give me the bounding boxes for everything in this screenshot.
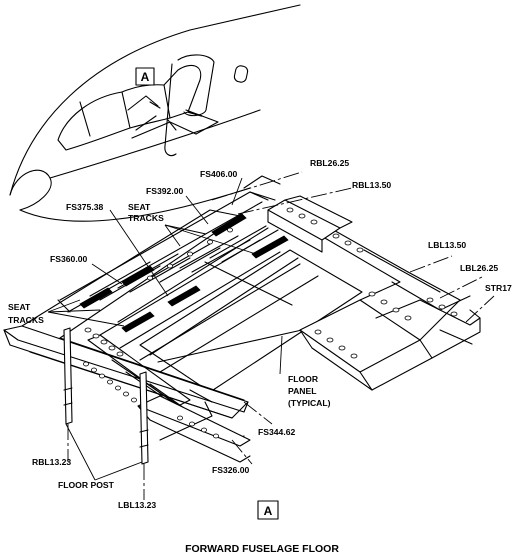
diagram-title: FORWARD FUSELAGE FLOOR	[185, 543, 339, 555]
svg-text:A: A	[264, 504, 273, 518]
floor-structure	[3, 175, 481, 465]
label-rbl1323: RBL13.23	[32, 457, 71, 467]
detail-marker-bottom: A	[257, 500, 279, 520]
label-seat-tracks-upper-1: SEAT	[128, 202, 151, 212]
detail-marker-top: A	[141, 70, 150, 84]
label-lbl1350: LBL13.50	[428, 240, 466, 250]
aircraft-nose-inset: A	[9, 4, 301, 222]
label-floor-panel-3: (TYPICAL)	[288, 398, 331, 408]
label-rbl1350: RBL13.50	[352, 180, 391, 190]
label-fs375: FS375.38	[66, 202, 103, 212]
lightening-holes	[83, 207, 458, 439]
leader-lines	[47, 177, 283, 481]
label-fs406: FS406.00	[200, 169, 237, 179]
label-fs326: FS326.00	[212, 465, 249, 475]
label-seat-tracks-left-1: SEAT	[8, 302, 31, 312]
label-lbl1323: LBL13.23	[118, 500, 156, 510]
label-floor-panel-2: PANEL	[288, 386, 317, 396]
label-rbl2625: RBL26.25	[310, 158, 349, 168]
floor-post-rbl	[63, 327, 73, 425]
label-floor-post: FLOOR POST	[58, 480, 115, 490]
reference-centerlines	[67, 171, 495, 500]
label-fs344: FS344.62	[258, 427, 295, 437]
label-seat-tracks-upper-2: TRACKS	[128, 213, 164, 223]
label-fs392: FS392.00	[146, 186, 183, 196]
floor-post-lbl	[139, 371, 149, 465]
callout-labels: FS406.00 FS392.00 FS375.38 FS360.00 SEAT…	[8, 158, 512, 510]
label-fs360: FS360.00	[50, 254, 87, 264]
label-str17: STR17	[485, 283, 512, 293]
label-floor-panel-1: FLOOR	[288, 374, 319, 384]
label-lbl2625: LBL26.25	[460, 263, 498, 273]
label-seat-tracks-left-2: TRACKS	[8, 315, 44, 325]
